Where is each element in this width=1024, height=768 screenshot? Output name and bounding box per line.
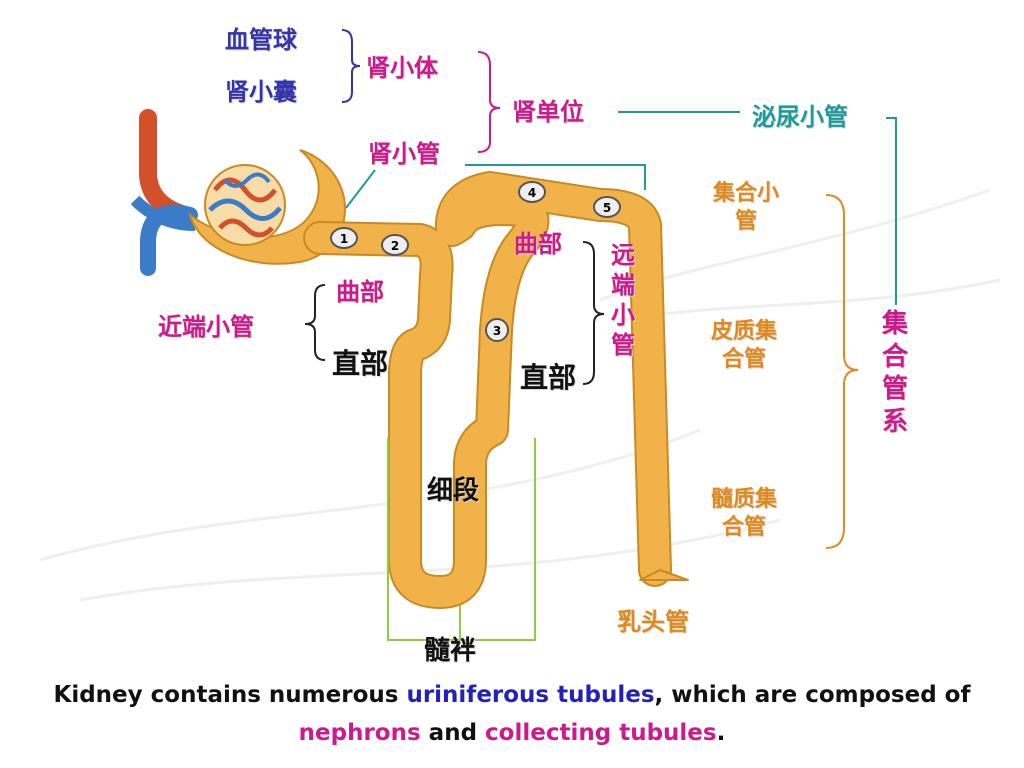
marker-4: 4	[518, 181, 546, 203]
svg-text:2: 2	[391, 239, 399, 253]
label-distal-tubule: 远端小管	[606, 240, 640, 360]
marker-3: 3	[485, 318, 509, 342]
caption-text-4: .	[716, 720, 726, 746]
label-collecting-duct-system: 集合管系	[872, 308, 918, 438]
label-proximal-tubule: 近端小管	[158, 313, 254, 341]
label-glomerulus: 血管球	[225, 26, 297, 54]
label-cortical-collecting-duct: 皮质集合管	[692, 318, 796, 373]
collecting-system-bracket	[825, 194, 859, 549]
tubule-shape	[303, 171, 689, 609]
proximal-bracket	[304, 284, 326, 361]
label-thin-segment: 细段	[427, 476, 480, 506]
label-collecting-tubule-text: 集合小管	[712, 181, 779, 234]
distal-bracket	[582, 241, 605, 385]
svg-text:5: 5	[603, 201, 611, 215]
nephron-bracket	[477, 51, 501, 153]
caption-highlight-uriniferous: uriniferous tubules	[406, 682, 655, 708]
brackets	[304, 29, 897, 641]
label-collecting-tubule: 集合小管	[694, 180, 798, 235]
label-medullary-collecting-duct-text: 髓质集合管	[710, 487, 777, 540]
caption-text-2: , which are composed of	[654, 682, 971, 708]
segment-markers: 1 2 3 4 5	[330, 181, 621, 342]
label-medullary-collecting-duct: 髓质集合管	[692, 486, 796, 541]
label-uriniferous-tubule: 泌尿小管	[752, 103, 848, 131]
loop-bracket	[387, 438, 536, 641]
label-distal-straight: 直部	[520, 361, 577, 394]
svg-text:1: 1	[340, 232, 348, 246]
marker-1: 1	[330, 227, 358, 249]
corpuscle-bracket	[341, 29, 361, 103]
caption-highlight-collecting: collecting tubules	[485, 720, 717, 746]
marker-5: 5	[593, 196, 621, 218]
marker-2: 2	[381, 234, 409, 256]
caption-line-1: Kidney contains numerous uriniferous tub…	[0, 676, 1024, 714]
label-proximal-convoluted: 曲部	[336, 278, 384, 306]
renal-tubule-line	[465, 164, 646, 190]
label-distal-convoluted: 曲部	[514, 230, 562, 258]
label-proximal-straight: 直部	[332, 347, 389, 380]
label-loop-of-henle: 髓袢	[424, 636, 477, 666]
renal-tubule-connector	[345, 169, 376, 209]
blood-vessels	[130, 109, 198, 276]
caption-highlight-nephrons: nephrons	[298, 720, 421, 746]
label-renal-corpuscle: 肾小体	[366, 54, 438, 82]
svg-text:3: 3	[493, 324, 501, 338]
label-nephron: 肾单位	[512, 98, 584, 126]
label-renal-tubule: 肾小管	[368, 140, 440, 168]
uriniferous-to-collecting-line	[886, 117, 897, 305]
caption-text-1: Kidney contains numerous	[53, 682, 407, 708]
caption-line-2: nephrons and collecting tubules.	[0, 714, 1024, 752]
caption-text-3: and	[420, 720, 486, 746]
afferent-arteriole	[139, 109, 194, 224]
label-cortical-collecting-duct-text: 皮质集合管	[710, 319, 777, 372]
svg-text:4: 4	[528, 186, 536, 200]
label-papillary-duct: 乳头管	[617, 608, 689, 636]
label-collecting-duct-system-text: 集合管系	[881, 309, 908, 437]
caption: Kidney contains numerous uriniferous tub…	[0, 676, 1024, 752]
label-distal-tubule-text: 远端小管	[611, 241, 635, 359]
label-bowman-capsule: 肾小囊	[225, 78, 297, 106]
